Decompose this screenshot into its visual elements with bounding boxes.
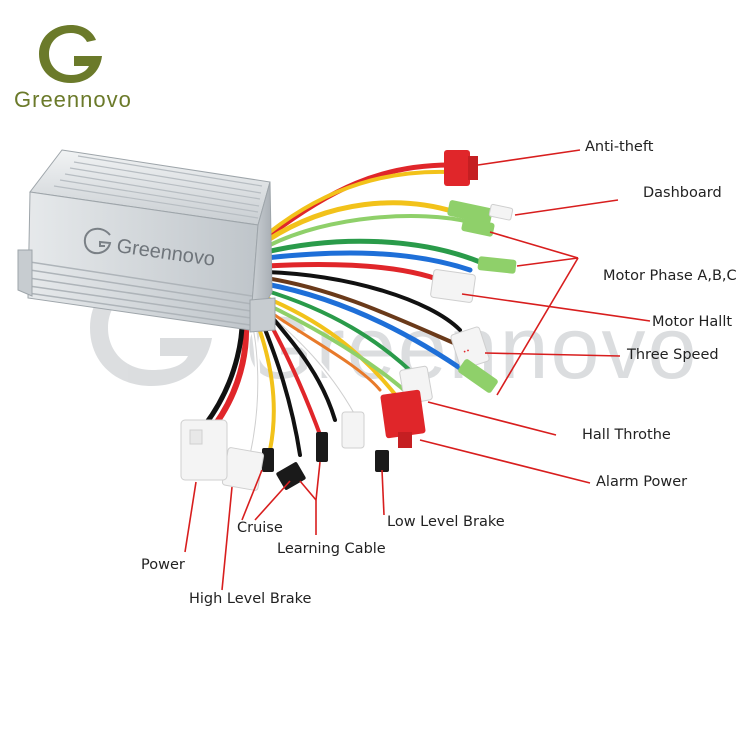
anti-theft-connector xyxy=(444,150,478,186)
three-speed-phase-connector xyxy=(458,359,498,393)
callout-lines xyxy=(184,149,651,591)
low-level-brake-connector xyxy=(341,411,389,472)
label-power: Power xyxy=(141,557,185,573)
controller-housing: Greennovo xyxy=(17,149,276,333)
brand-name: Greennovo xyxy=(14,87,132,112)
label-dashboard: Dashboard xyxy=(643,185,722,201)
greennovo-logo-icon xyxy=(39,25,102,83)
motor-hall-connector xyxy=(430,269,476,303)
cruise-connector xyxy=(262,448,274,472)
label-high-level-brake: High Level Brake xyxy=(189,591,312,607)
label-anti-theft: Anti-theft xyxy=(585,139,654,155)
label-low-level-brake: Low Level Brake xyxy=(387,514,505,530)
power-connector xyxy=(180,419,228,481)
svg-text:••: •• xyxy=(462,347,471,356)
label-three-speed: Three Speed xyxy=(627,347,719,363)
label-hall-throttle: Hall Throthe xyxy=(582,427,671,443)
label-alarm-power: Alarm Power xyxy=(596,474,688,490)
connectors: •• xyxy=(180,150,517,491)
learning-cable-connector xyxy=(276,432,328,490)
dashboard-connector xyxy=(447,200,514,237)
label-motor-hall: Motor Hallt xyxy=(652,314,733,330)
label-learning-cable: Learning Cable xyxy=(277,541,386,557)
label-motor-phase: Motor Phase A,B,C xyxy=(603,268,737,284)
high-level-brake-connector xyxy=(221,447,265,491)
label-cruise: Cruise xyxy=(237,520,283,536)
motor-phase-connectors xyxy=(477,256,517,274)
alarm-power-connector xyxy=(380,389,426,448)
